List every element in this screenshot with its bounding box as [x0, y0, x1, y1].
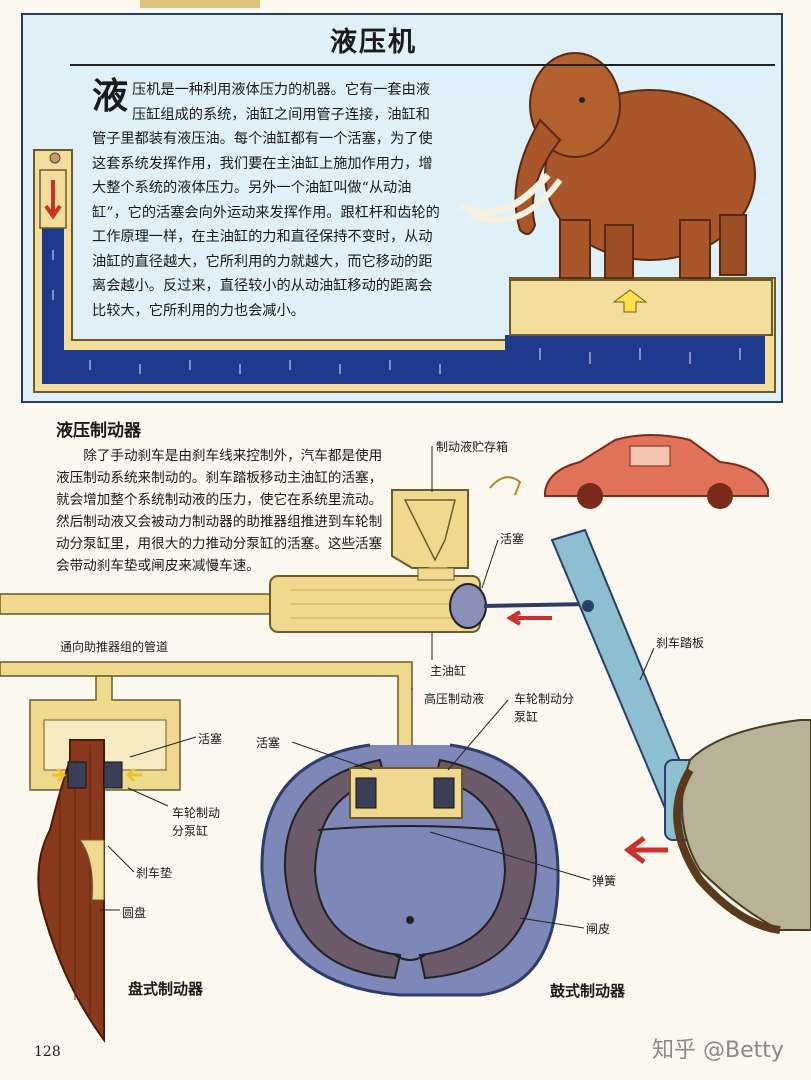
label-shoe: 闸皮: [586, 922, 611, 936]
hydraulic-oil: [42, 228, 765, 384]
caption-drum-brake: 鼓式制动器: [550, 982, 626, 1000]
up-arrow-icon: [612, 289, 648, 313]
leader-lines: [100, 446, 655, 929]
brake-body: 除了手动刹车是由刹车线来控制外，汽车都是使用液压制动系统来制动的。刹车踏板移动主…: [56, 448, 383, 574]
reservoir: [391, 489, 469, 578]
label-piston-disc: 活塞: [198, 732, 223, 746]
page-number: 128: [34, 1044, 61, 1060]
page-title: 液压机: [330, 27, 417, 58]
hydraulic-body: 压机是一种利用液体压力的机器。它有一套由液压缸组成的系统，油缸之间用管子连接，油…: [92, 82, 440, 319]
label-spring: 弹簧: [592, 874, 617, 888]
label-brake-pad: 刹车垫: [136, 866, 173, 880]
mammoth-icon: [458, 52, 756, 279]
cat-icon: [489, 476, 522, 496]
label-high-pressure: 高压制动液: [424, 692, 485, 706]
drop-cap: 液: [92, 75, 129, 117]
label-wheel-cyl-drum-2: 泵缸: [514, 710, 539, 724]
pad-right: [103, 761, 123, 789]
red-arrow-left-icon: [623, 836, 668, 864]
brake-section-title: 液压制动器: [56, 421, 141, 441]
hydraulic-system: [33, 149, 776, 393]
mouse-icon: [49, 152, 61, 164]
panel-top-band: [140, 0, 260, 8]
label-piston-drum: 活塞: [256, 736, 281, 750]
label-brake-pedal: 刹车踏板: [656, 636, 705, 650]
car-icon: [544, 434, 769, 509]
left-arrow-icon: [506, 610, 552, 626]
label-reservoir: 制动液贮存箱: [436, 440, 509, 454]
caption-disc-brake: 盘式制动器: [128, 980, 204, 998]
label-wheel-cyl-disc-1: 车轮制动: [172, 806, 221, 820]
down-arrow-icon: [44, 180, 62, 220]
label-wheel-cyl-disc-2: 分泵缸: [172, 824, 209, 838]
watermark: 知乎 @Betty: [652, 1038, 784, 1063]
label-booster-pipe: 通向助推器组的管道: [60, 640, 169, 654]
drum-brake-icon: [260, 743, 560, 997]
label-piston-master: 活塞: [500, 532, 525, 546]
shoe-foot-icon: [673, 719, 811, 934]
push-rod: [483, 602, 591, 608]
master-piston: [449, 583, 487, 629]
spring-icon: [317, 825, 501, 831]
disc-hub: [79, 839, 105, 901]
large-piston: [509, 279, 773, 336]
title-rule: [70, 64, 775, 66]
pad-left: [67, 761, 87, 789]
label-wheel-cyl-drum-1: 车轮制动分: [514, 692, 575, 706]
hydraulic-intro: 液压机是一种利用液体压力的机器。它有一套由液压缸组成的系统，油缸之间用管子连接，…: [92, 78, 442, 323]
pressure-arrows: [52, 250, 741, 374]
label-master-cylinder: 主油缸: [430, 664, 467, 678]
label-disc: 圆盘: [122, 906, 147, 920]
